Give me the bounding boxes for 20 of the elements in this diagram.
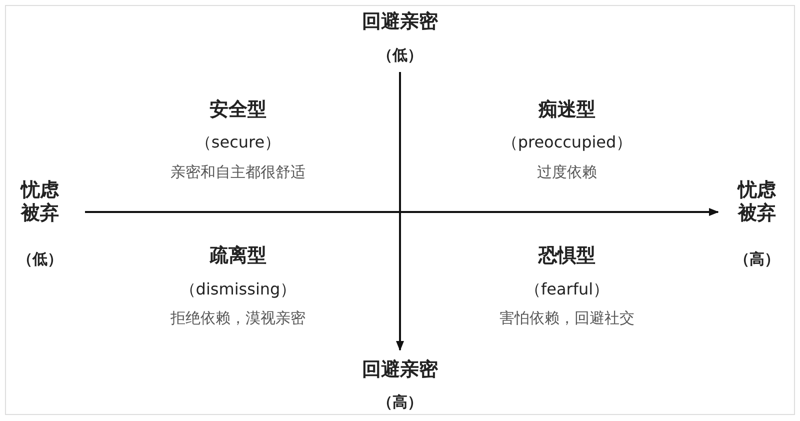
- quadrant-subtitle: （dismissing）: [180, 279, 296, 299]
- quadrant-subtitle: （fearful）: [524, 279, 610, 299]
- axis-level: （高）: [734, 250, 780, 268]
- quadrant-subtitle: （preoccupied）: [502, 132, 632, 152]
- quadrant-subtitle: （secure）: [195, 132, 281, 152]
- axis-title: 忧虑被弃: [736, 179, 777, 225]
- quadrant-description: 过度依赖: [537, 163, 597, 181]
- axis-title: 忧虑被弃: [19, 179, 60, 225]
- quadrant-title: 安全型: [210, 98, 266, 122]
- quadrant-title: 恐惧型: [538, 244, 596, 268]
- axis-level: （低）: [18, 250, 62, 268]
- quadrant-description: 亲密和自主都很舒适: [170, 163, 306, 181]
- axis-title: 回避亲密: [362, 358, 438, 382]
- quadrant-title: 疏离型: [210, 244, 266, 268]
- axis-title: 回避亲密: [362, 10, 438, 34]
- axis-level: （高）: [378, 393, 422, 411]
- quadrant-title: 痴迷型: [538, 98, 596, 122]
- quadrant-description: 拒绝依赖，漠视亲密: [170, 309, 306, 327]
- quadrant-description: 害怕依赖，回避社交: [500, 309, 634, 327]
- axis-level: （低）: [378, 46, 422, 64]
